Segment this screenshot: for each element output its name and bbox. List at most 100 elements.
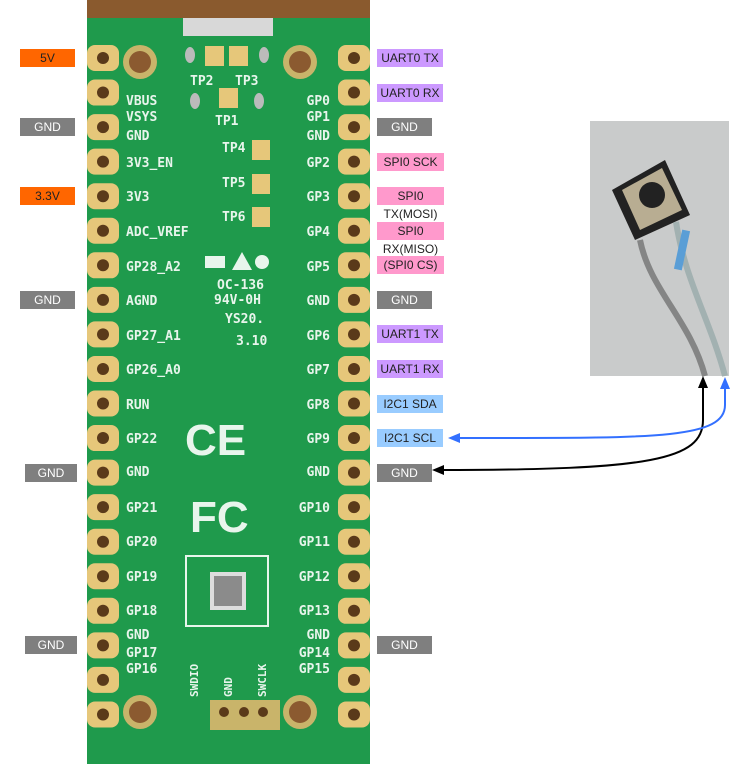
pin-pad-right [338, 252, 370, 279]
silk-right-pin-label: GP7 [307, 363, 330, 378]
arrowhead [698, 376, 708, 388]
silk-right-pin-label: GP3 [307, 190, 330, 205]
silk-left-pin-label: GP18 [126, 604, 157, 619]
pin-pad-left [87, 701, 119, 728]
silk-right-pin-label: GND [307, 294, 331, 309]
pin-pad-left [87, 286, 119, 313]
pin-pad-right [338, 355, 370, 382]
pin-pad-left [87, 321, 119, 348]
pin-pad-right [338, 528, 370, 555]
pin-pad-left [87, 597, 119, 624]
right-pin-function-tag: GND [377, 636, 432, 655]
pin-pad-right [338, 425, 370, 452]
pin-pad-left [87, 425, 119, 452]
silk-right-pin-label: GP10 [299, 501, 330, 516]
silk-left-pin-label: RUN [126, 398, 150, 413]
scl-wire-arrow [455, 386, 726, 440]
marking-line-3: YS20. [225, 312, 264, 327]
right-pin-function-tag: SPI0 TX(MOSI) [377, 187, 444, 221]
silk-left-pin-label: GP16 [126, 662, 157, 677]
left-pin-function-tag: 3.3V [20, 187, 75, 206]
tp3-label: TP3 [235, 74, 258, 89]
pin-pad-right [338, 701, 370, 728]
right-pin-function-tag: GND [377, 463, 432, 482]
silk-right-pin-label: GP15 [299, 662, 330, 677]
silk-right-pin-label: GP12 [299, 570, 330, 585]
pin-pad-left [87, 494, 119, 521]
left-pin-function-tag: GND [20, 118, 75, 137]
pin-pad-left [87, 528, 119, 555]
silk-left-pin-label: GP21 [126, 501, 157, 516]
fcc-logo: FC [190, 493, 249, 542]
pin-pad-right [338, 666, 370, 693]
marking-line-2: 94V-0H [214, 293, 261, 308]
gnd-wire-arrow [439, 384, 704, 471]
left-pin-function-tag: GND [25, 636, 77, 655]
left-pin-function-tag: GND [20, 290, 75, 309]
ce-logo: CE [185, 416, 246, 465]
silk-right-pin-label: GP11 [299, 535, 330, 550]
tp1-label: TP1 [215, 114, 239, 129]
silk-left-pin-label: GP26_A0 [126, 363, 181, 378]
pin-pad-left [87, 45, 119, 71]
silk-right-pin-label: GP4 [307, 225, 331, 240]
pin-pad-left [87, 183, 119, 210]
silk-left-pin-label: 3V3 [126, 190, 149, 205]
pin-pad-right [338, 45, 370, 71]
pin-pad-left [87, 252, 119, 279]
silk-left-pin-label: 3V3_EN [126, 156, 173, 171]
right-pin-function-tag: SPI0 RX(MISO) [377, 221, 444, 256]
right-pin-function-tag: SPI0 SCK [377, 152, 444, 171]
left-pin-function-tag: GND [25, 463, 77, 482]
marking-line-4: 3.10 [236, 334, 267, 349]
pin-pad-right [338, 148, 370, 175]
silk-right-pin-label: GP6 [307, 329, 331, 344]
arrowhead [448, 433, 460, 443]
silk-left-pin-label: VSYS [126, 110, 157, 125]
ul-logo [205, 252, 269, 270]
silk-left-pin-label: GND [126, 628, 150, 643]
silk-left-pin-label: GP17 [126, 646, 157, 661]
silk-left-pin-label: GP20 [126, 535, 157, 550]
silk-right-pin-label: GP0 [307, 94, 331, 109]
silk-right-pin-label: GP9 [307, 432, 330, 447]
silk-left-pin-label: VBUS [126, 94, 157, 109]
usb-connector [183, 18, 273, 36]
pin-pad-left [87, 632, 119, 659]
pin-pad-right [338, 563, 370, 590]
silk-left-pin-label: GP28_A2 [126, 260, 181, 275]
pin-pad-left [87, 355, 119, 382]
silk-left-pin-label: GP27_A1 [126, 329, 181, 344]
pin-pad-right [338, 632, 370, 659]
test-pads [185, 46, 270, 227]
tp6-label: TP6 [222, 210, 246, 225]
right-pin-function-tag: I2C1 SDA [377, 394, 443, 413]
pin-pad-right [338, 286, 370, 313]
right-pin-function-tag: I2C1 SCL [377, 429, 443, 448]
tp5-label: TP5 [222, 176, 245, 191]
silk-right-pin-label: GND [307, 628, 331, 643]
swclk-label: SWCLK [256, 664, 269, 697]
pin-pad-right [338, 217, 370, 244]
pin-pad-left [87, 459, 119, 486]
marking-line-1: OC-136 [217, 278, 264, 293]
silk-right-pin-label: GND [307, 129, 331, 144]
pin-pad-left [87, 666, 119, 693]
pin-pad-left [87, 79, 119, 106]
right-pin-function-tag: UART0 TX [377, 49, 443, 67]
pin-pad-right [338, 459, 370, 486]
silk-left-pin-label: GND [126, 465, 150, 480]
connection-arrows [432, 376, 730, 475]
silk-right-pin-label: GP14 [299, 646, 330, 661]
pin-pad-right [338, 597, 370, 624]
arrowhead [720, 377, 730, 389]
arrowhead [432, 465, 444, 475]
silk-right-pin-label: GP8 [307, 398, 331, 413]
right-pin-function-tag: GND [377, 290, 432, 309]
pin-pad-right [338, 79, 370, 106]
silk-right-pin-label: GP5 [307, 260, 330, 275]
pin-pad-right [338, 183, 370, 210]
tp4-label: TP4 [222, 141, 246, 156]
pin-pad-left [87, 114, 119, 141]
pcb [87, 18, 370, 764]
